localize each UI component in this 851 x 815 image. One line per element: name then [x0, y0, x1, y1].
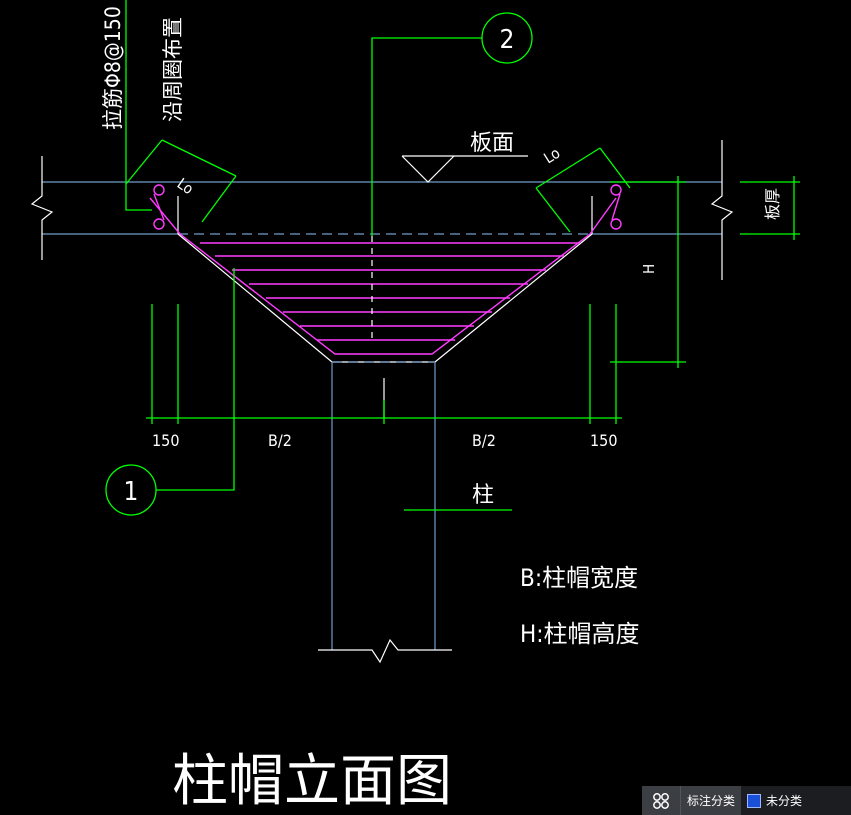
slab-face-label: 板面 [470, 131, 514, 156]
status-bar: 标注分类 未分类 [642, 786, 851, 815]
top-rebar-label-2: 沿周圈布置 [161, 17, 185, 122]
annotation-category-button[interactable]: 标注分类 [680, 786, 741, 815]
dim-right-b2: B/2 [472, 431, 496, 450]
lo-left-dim [125, 139, 237, 223]
top-rebar-leader [125, 0, 152, 211]
current-category-selector[interactable]: 未分类 [741, 786, 851, 815]
slab-face-symbol [401, 155, 528, 183]
leader-2 [371, 12, 533, 236]
dim-right-150: 150 [590, 431, 617, 450]
lo-right-dim [535, 147, 631, 233]
bottom-dims [146, 304, 622, 424]
category-color-swatch [747, 793, 762, 808]
legend-h: H:柱帽高度 [520, 620, 640, 648]
lo-left-label: Lo [174, 175, 197, 199]
slab-thickness-dim [740, 176, 800, 240]
slab-outline [30, 140, 734, 280]
slab-thickness-label: 板厚 [763, 188, 782, 220]
dim-left-150: 150 [152, 431, 179, 450]
center-ticks [371, 236, 385, 418]
height-label: H [640, 264, 658, 274]
balloon-1-text: 1 [124, 477, 139, 507]
balloon-2-text: 2 [500, 25, 515, 55]
rebar-lines [149, 184, 622, 355]
top-rebar-label-1: 拉筋Φ8@150 [101, 6, 125, 130]
grid-icon[interactable] [642, 786, 680, 815]
column-capital [177, 196, 593, 664]
legend-b: B:柱帽宽度 [520, 564, 638, 592]
column-label: 柱 [472, 483, 494, 508]
current-category-label: 未分类 [766, 794, 803, 808]
dim-left-b2: B/2 [268, 431, 292, 450]
leader-1 [105, 268, 235, 516]
drawing-title: 柱帽立面图 [172, 749, 452, 814]
height-dim [610, 176, 686, 368]
lo-right-label: Lo [541, 144, 564, 167]
